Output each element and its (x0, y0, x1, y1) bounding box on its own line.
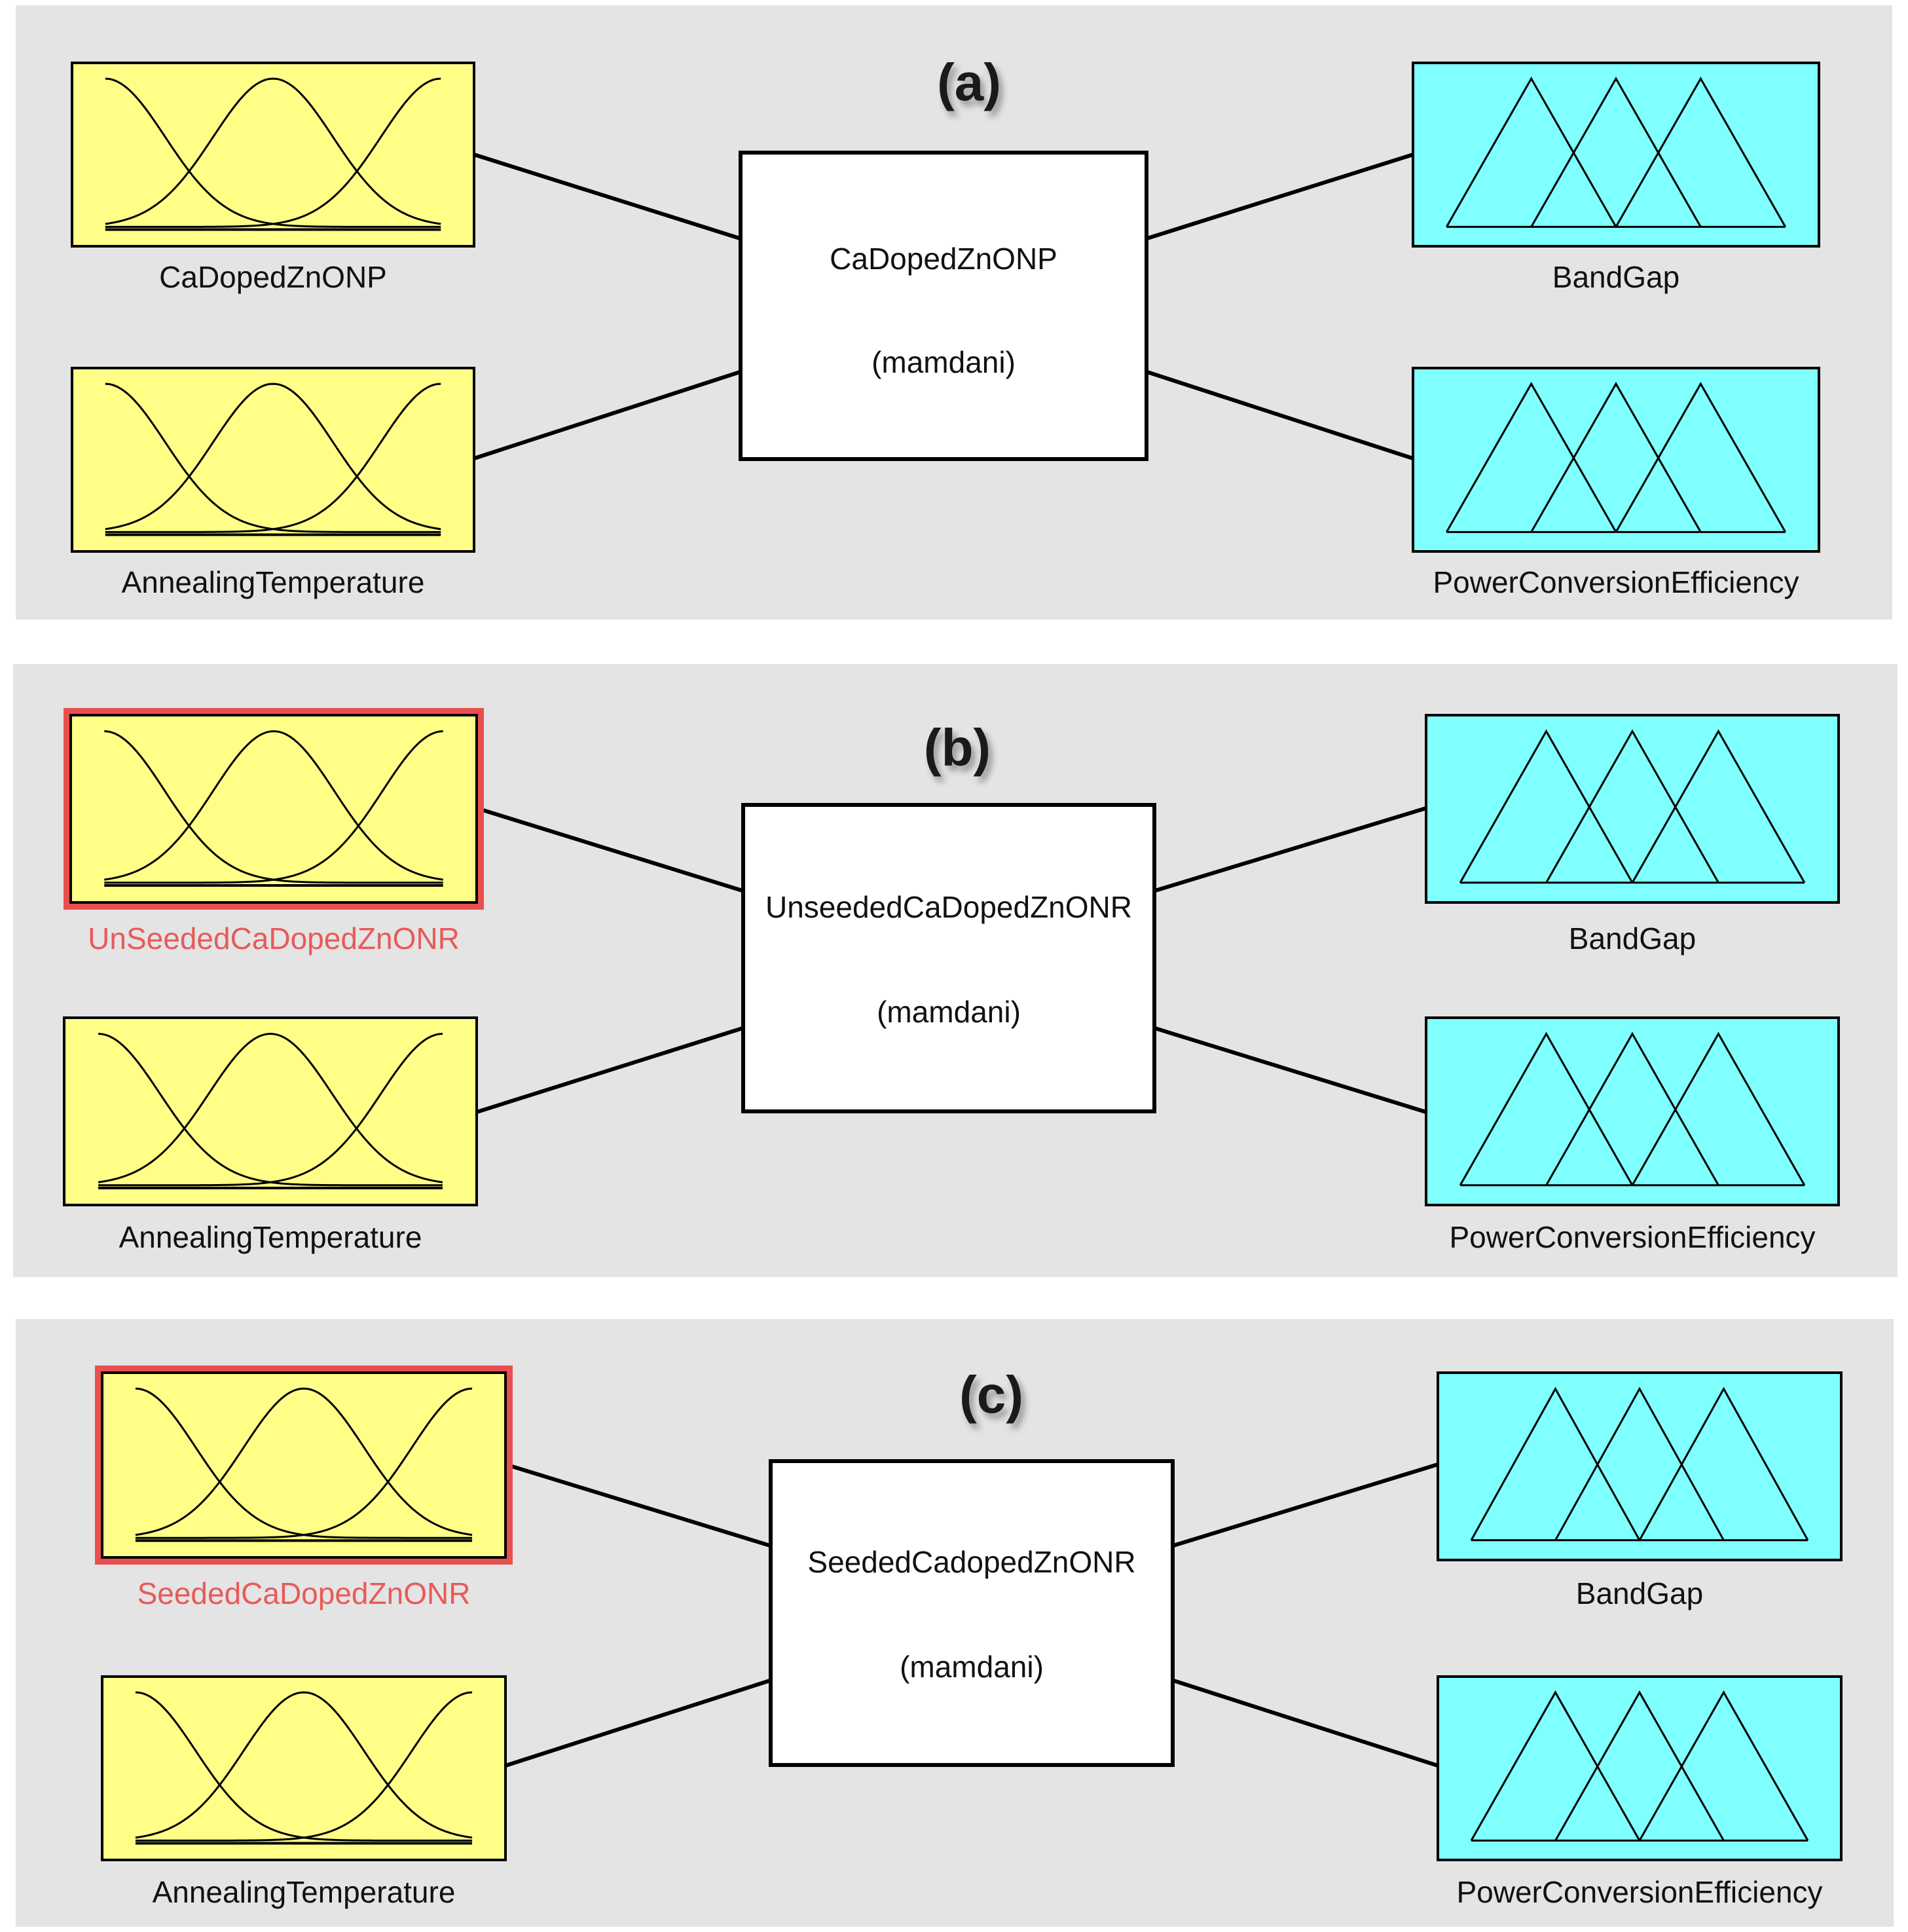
gaussian-membership-icon (103, 1678, 504, 1859)
triangular-membership-icon (1414, 369, 1818, 550)
gaussian-membership-icon (103, 1374, 504, 1556)
connection-wires (473, 153, 1414, 460)
input-variable-label: CaDopedZnONP (159, 260, 387, 294)
input-mf-box[interactable] (63, 1016, 478, 1206)
input-variable-label: AnnealingTemperature (152, 1875, 456, 1909)
fis-system-box[interactable]: UnseededCaDopedZnONR (mamdani) (741, 803, 1156, 1113)
gaussian-membership-icon (73, 369, 473, 550)
output-variable-label: PowerConversionEfficiency (1449, 1220, 1816, 1254)
panel-letter: (b) (923, 718, 991, 777)
output-mf-box[interactable] (1437, 1675, 1843, 1861)
output-mf-box[interactable] (1412, 367, 1820, 553)
system-name: SeededCadopedZnONR (807, 1545, 1136, 1579)
output-mf-box[interactable] (1437, 1371, 1843, 1561)
output-variable-label: PowerConversionEfficiency (1433, 565, 1799, 599)
input-variable-label-selected: UnSeededCaDopedZnONR (88, 921, 460, 956)
input-mf-box-selected[interactable] (101, 1371, 507, 1559)
system-type: (mamdani) (900, 1650, 1044, 1684)
output-variable-label: BandGap (1568, 921, 1697, 956)
gaussian-membership-icon (65, 1019, 475, 1204)
panel-b: UnSeededCaDopedZnONR AnnealingTemperatur… (13, 664, 1898, 1277)
output-mf-box[interactable] (1412, 62, 1820, 248)
triangular-membership-icon (1427, 716, 1837, 901)
output-mf-box[interactable] (1425, 714, 1840, 904)
panel-letter: (c) (959, 1365, 1023, 1424)
system-name: CaDopedZnONP (830, 242, 1057, 276)
input-mf-box[interactable] (71, 62, 475, 248)
connection-wires (505, 1462, 1439, 1768)
triangular-membership-icon (1427, 1019, 1837, 1204)
system-type: (mamdani) (871, 345, 1016, 379)
output-variable-label: BandGap (1575, 1576, 1704, 1610)
gaussian-membership-icon (73, 64, 473, 245)
gaussian-membership-icon (72, 716, 475, 901)
input-variable-label-selected: SeededCaDopedZnONR (137, 1576, 471, 1610)
system-name: UnseededCaDopedZnONR (765, 890, 1132, 924)
fis-system-box[interactable]: SeededCadopedZnONR (mamdani) (769, 1459, 1175, 1767)
output-variable-label: BandGap (1552, 260, 1680, 294)
triangular-membership-icon (1439, 1374, 1840, 1559)
connection-wires (476, 806, 1427, 1114)
output-variable-label: PowerConversionEfficiency (1456, 1875, 1823, 1909)
panel-a: CaDopedZnONP AnnealingTemperature (a) Ca… (16, 5, 1892, 620)
panel-c: SeededCaDopedZnONR AnnealingTemperature … (16, 1319, 1894, 1927)
input-variable-label: AnnealingTemperature (119, 1220, 422, 1254)
system-type: (mamdani) (877, 995, 1021, 1029)
fis-system-box[interactable]: CaDopedZnONP (mamdani) (739, 151, 1148, 461)
input-mf-box[interactable] (101, 1675, 507, 1861)
panel-letter: (a) (937, 53, 1001, 111)
input-mf-box[interactable] (71, 367, 475, 553)
output-mf-box[interactable] (1425, 1016, 1840, 1206)
triangular-membership-icon (1439, 1678, 1840, 1859)
input-mf-box-selected[interactable] (69, 714, 478, 904)
triangular-membership-icon (1414, 64, 1818, 245)
input-variable-label: AnnealingTemperature (121, 565, 425, 599)
